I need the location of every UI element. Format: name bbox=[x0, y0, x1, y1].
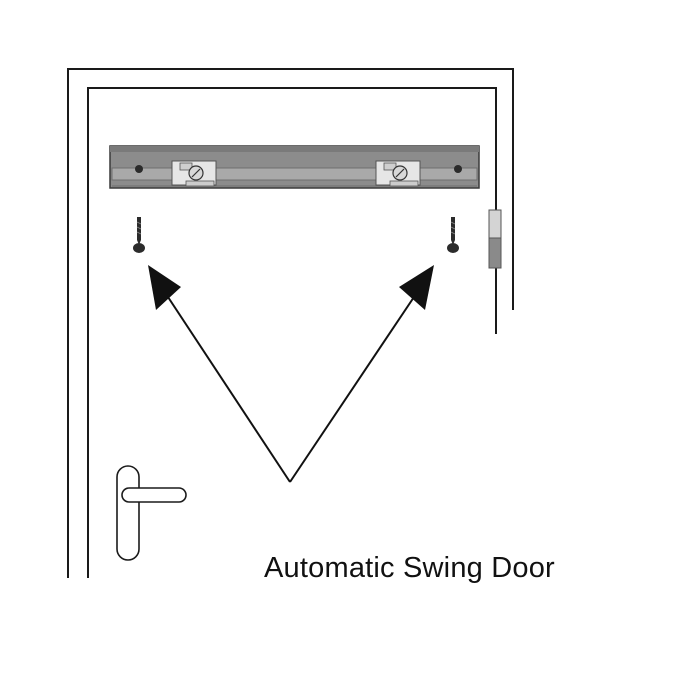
closer-rail bbox=[109, 145, 480, 189]
door-handle-icon bbox=[116, 465, 187, 561]
installation-arrows bbox=[148, 265, 434, 483]
screw-icon bbox=[133, 217, 145, 253]
screw-icon bbox=[447, 217, 459, 253]
rail-mount-hole-left bbox=[135, 165, 143, 173]
arrow-right-shaft bbox=[289, 293, 417, 483]
rail-bracket-left bbox=[171, 160, 217, 187]
rail-mount-hole-right bbox=[454, 165, 462, 173]
rail-bracket-right bbox=[375, 160, 421, 187]
arrow-left-shaft bbox=[165, 293, 291, 483]
arrow-right-head bbox=[399, 265, 434, 310]
hinge-icon bbox=[488, 209, 502, 269]
door-frame-outer bbox=[67, 68, 514, 578]
diagram-caption: Automatic Swing Door bbox=[264, 552, 555, 584]
arrow-left-head bbox=[148, 265, 181, 310]
